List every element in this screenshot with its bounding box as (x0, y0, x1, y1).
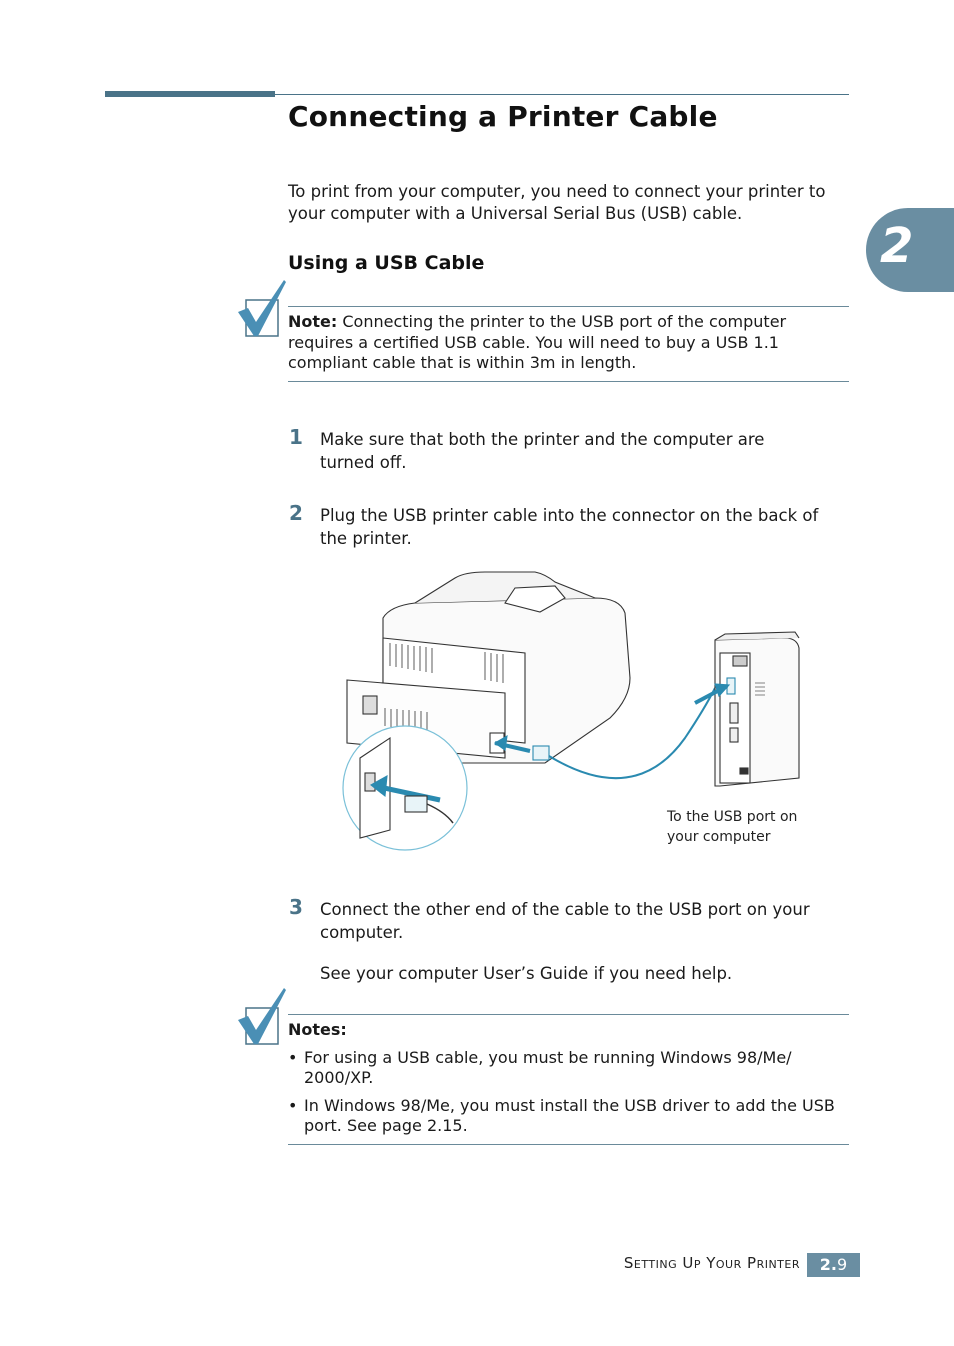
note-body: Connecting the printer to the USB port o… (288, 312, 787, 372)
notes-top-rule (288, 1014, 849, 1015)
step-number: 1 (289, 425, 303, 449)
step-text: Make sure that both the printer and the … (320, 430, 765, 472)
intro-paragraph: To print from your computer, you need to… (288, 182, 826, 223)
page-number: 9 (837, 1255, 848, 1274)
list-item-text: For using a USB cable, you must be runni… (304, 1048, 792, 1087)
chapter-tab (866, 208, 954, 292)
step-number: 3 (289, 895, 303, 919)
checkmark-icon (236, 986, 288, 1048)
bullet-mark: • (288, 1096, 298, 1115)
list-item-text: In Windows 98/Me, you must install the U… (304, 1096, 835, 1135)
section-subtitle: Using a USB Cable (288, 252, 485, 274)
header-rule-thin (275, 94, 849, 95)
step-number: 2 (289, 501, 303, 525)
note-bottom-rule (288, 381, 849, 382)
chapter-tab-number: 2 (880, 218, 914, 274)
checkmark-icon (236, 278, 288, 340)
step-extra-text: See your computer User’s Guide if you ne… (320, 964, 733, 983)
note-text: Note: Connecting the printer to the USB … (288, 312, 848, 374)
notes-title: Notes: (288, 1020, 347, 1039)
list-item: • For using a USB cable, you must be run… (288, 1048, 848, 1088)
list-item: • In Windows 98/Me, you must install the… (288, 1096, 848, 1136)
step-text: Connect the other end of the cable to th… (320, 900, 810, 942)
header-rule-thick (105, 91, 275, 97)
note-label: Note: (288, 312, 338, 331)
notes-bottom-rule (288, 1144, 849, 1145)
page-title: Connecting a Printer Cable (288, 100, 718, 133)
page-chapter: 2. (819, 1255, 838, 1274)
page-number-box: 2.9 (807, 1253, 860, 1277)
bullet-mark: • (288, 1048, 298, 1067)
step-text: Plug the USB printer cable into the conn… (320, 506, 819, 548)
usb-connection-illustration (335, 568, 805, 858)
note-top-rule (288, 306, 849, 307)
figure-caption: To the USB port on your computer (667, 809, 798, 845)
footer-section-title: Setting Up Your Printer (623, 1254, 800, 1272)
